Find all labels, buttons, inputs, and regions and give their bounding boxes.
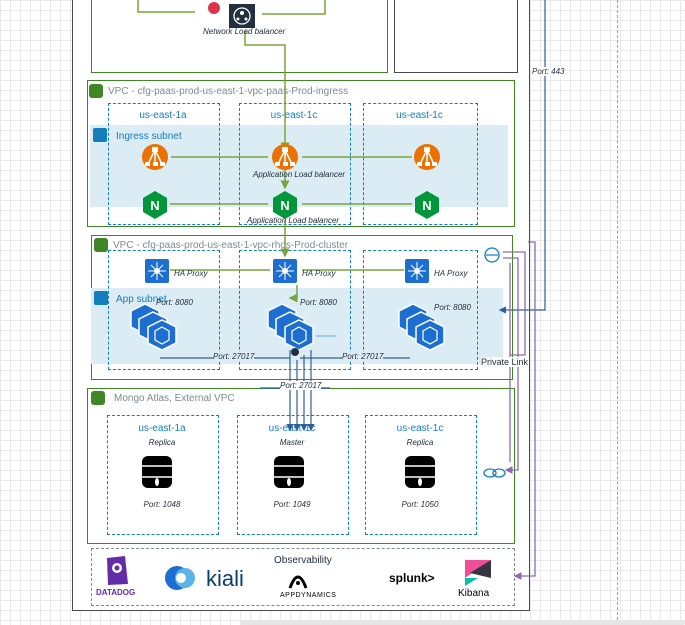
port-label: Port: 8080: [434, 303, 471, 312]
ingress-connectors: [170, 156, 412, 303]
az-box-cluster-1c: [239, 250, 351, 370]
openshift-pods-icon: [130, 303, 177, 351]
ingress-vpc-title: VPC - cfg-paas-prod-us-east-1-vpc-paas-P…: [108, 86, 349, 97]
haproxy-icon: [145, 259, 169, 283]
svg-text:N: N: [150, 198, 159, 213]
openshift-pods-icon: [267, 303, 336, 356]
port-label: Port: 27017: [280, 381, 322, 390]
mongo-az-box-1c: [237, 415, 349, 535]
lock-icon: [93, 128, 107, 142]
port-label: Port: 27017: [213, 352, 255, 361]
alb-icon: [142, 144, 168, 170]
port-label: Port: 8080: [156, 298, 193, 307]
canvas-page-break: [617, 0, 618, 625]
horizontal-scrollbar[interactable]: [240, 620, 685, 625]
cloud-icon: [91, 391, 105, 405]
alb-label: Application Load balancer: [253, 170, 346, 179]
haproxy-label: HA Proxy: [434, 269, 468, 278]
private-link-label: Private Link: [481, 357, 529, 367]
nginx-icon: N: [415, 191, 439, 219]
lock-icon: [94, 291, 108, 305]
ingress-subnet-title: Ingress subnet: [116, 131, 182, 142]
az-box-1a: [108, 103, 220, 225]
haproxy-icon: [273, 259, 297, 283]
appdynamics-text: APPDYNAMICS: [280, 592, 337, 599]
port-label: Port: 8080: [300, 298, 337, 307]
appdynamics-logo: [288, 575, 308, 589]
haproxy-label: HA Proxy: [302, 269, 336, 278]
nginx-icon: N: [273, 191, 297, 219]
cloud-icon: [94, 238, 108, 252]
svg-text:N: N: [280, 198, 289, 213]
az-box-1c: [239, 103, 351, 225]
splunk-text: splunk>: [389, 571, 435, 585]
db-role-label: Replica: [148, 438, 176, 447]
port-label: Port: 1050: [401, 500, 439, 509]
kibana-logo: [465, 560, 491, 586]
port-label: Port: 27017: [342, 352, 384, 361]
port-label: Port: 443: [532, 67, 565, 76]
kiali-logo: [165, 566, 195, 590]
alb-label: Application Load balancer: [247, 216, 340, 225]
private-link-icon: [483, 468, 506, 478]
openshift-pods-icon: [398, 303, 445, 351]
port-label: Port: 1048: [143, 500, 181, 509]
port-443-line: [498, 0, 546, 314]
port-label: Port: 1049: [273, 500, 311, 509]
cloud-icon: [89, 84, 103, 98]
datadog-logo: [107, 556, 128, 585]
az-label: us-east-1a: [139, 110, 187, 121]
kibana-text: Kibana: [458, 588, 490, 599]
mongo-az-box-1a: [107, 415, 219, 535]
cluster-vpc-title: VPC - cfg-paas-prod-us-east-1-vpc-rhos-P…: [113, 240, 349, 251]
top-right-box: [394, 0, 518, 73]
private-link-icon: [484, 247, 500, 263]
network-load-balancer-icon: [208, 2, 255, 28]
kiali-text: kiali: [206, 566, 244, 591]
az-box-1c-2: [363, 103, 478, 225]
datadog-text: DATADOG: [96, 588, 136, 597]
db-role-label: Replica: [406, 438, 434, 447]
database-icon: [274, 456, 304, 488]
db-role-label: Master: [279, 438, 305, 447]
private-link-connectors: [503, 241, 536, 580]
top-connectors: [137, 0, 326, 152]
app-subnet-title: App subnet: [116, 294, 167, 305]
haproxy-label: HA Proxy: [174, 269, 208, 278]
alb-icon: [272, 144, 298, 170]
database-icon: [142, 456, 172, 488]
mongo-vpc-title: Mongo Atlas, External VPC: [114, 393, 235, 404]
az-label: us-east-1c: [396, 110, 443, 121]
az-label: us-east-1c: [270, 110, 318, 121]
nginx-icon: N: [143, 191, 167, 219]
database-icon: [405, 456, 435, 488]
az-box-cluster-1a: [108, 250, 220, 370]
alb-icon: [414, 144, 440, 170]
az-label: us-east-1a: [138, 423, 186, 434]
svg-text:N: N: [422, 198, 431, 213]
observability-title: Observability: [274, 555, 332, 566]
haproxy-icon: [405, 259, 429, 283]
mongo-az-box-1c-2: [365, 415, 477, 535]
db-connectors: [160, 350, 410, 432]
az-box-cluster-1c-2: [363, 250, 478, 370]
nlb-label: Network Load balancer: [203, 27, 286, 36]
az-label: us-east-1c: [396, 423, 444, 434]
